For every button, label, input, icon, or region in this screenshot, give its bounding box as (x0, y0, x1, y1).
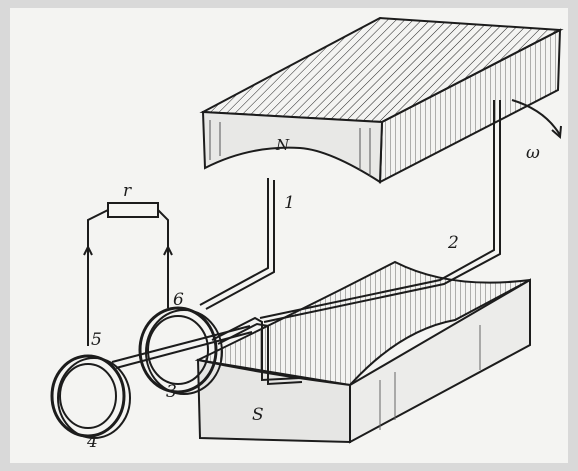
label-omega: ω (526, 143, 540, 163)
label-6: 6 (173, 290, 184, 310)
south-magnet (194, 260, 531, 444)
label-3: 3 (166, 382, 177, 402)
label-4: 4 (86, 432, 98, 452)
label-r: r (123, 181, 132, 201)
conductor-loop (111, 100, 501, 386)
external-circuit (83, 202, 173, 346)
label-2: 2 (447, 233, 459, 253)
label-south: S (252, 405, 264, 425)
resistor (107, 202, 159, 218)
label-1: 1 (284, 193, 295, 213)
slip-ring-3 (138, 306, 223, 395)
label-north: N (275, 136, 290, 154)
north-magnet (199, 16, 564, 184)
slip-ring-4 (50, 354, 131, 439)
label-5: 5 (91, 330, 102, 350)
rotation-arrow (511, 99, 562, 140)
